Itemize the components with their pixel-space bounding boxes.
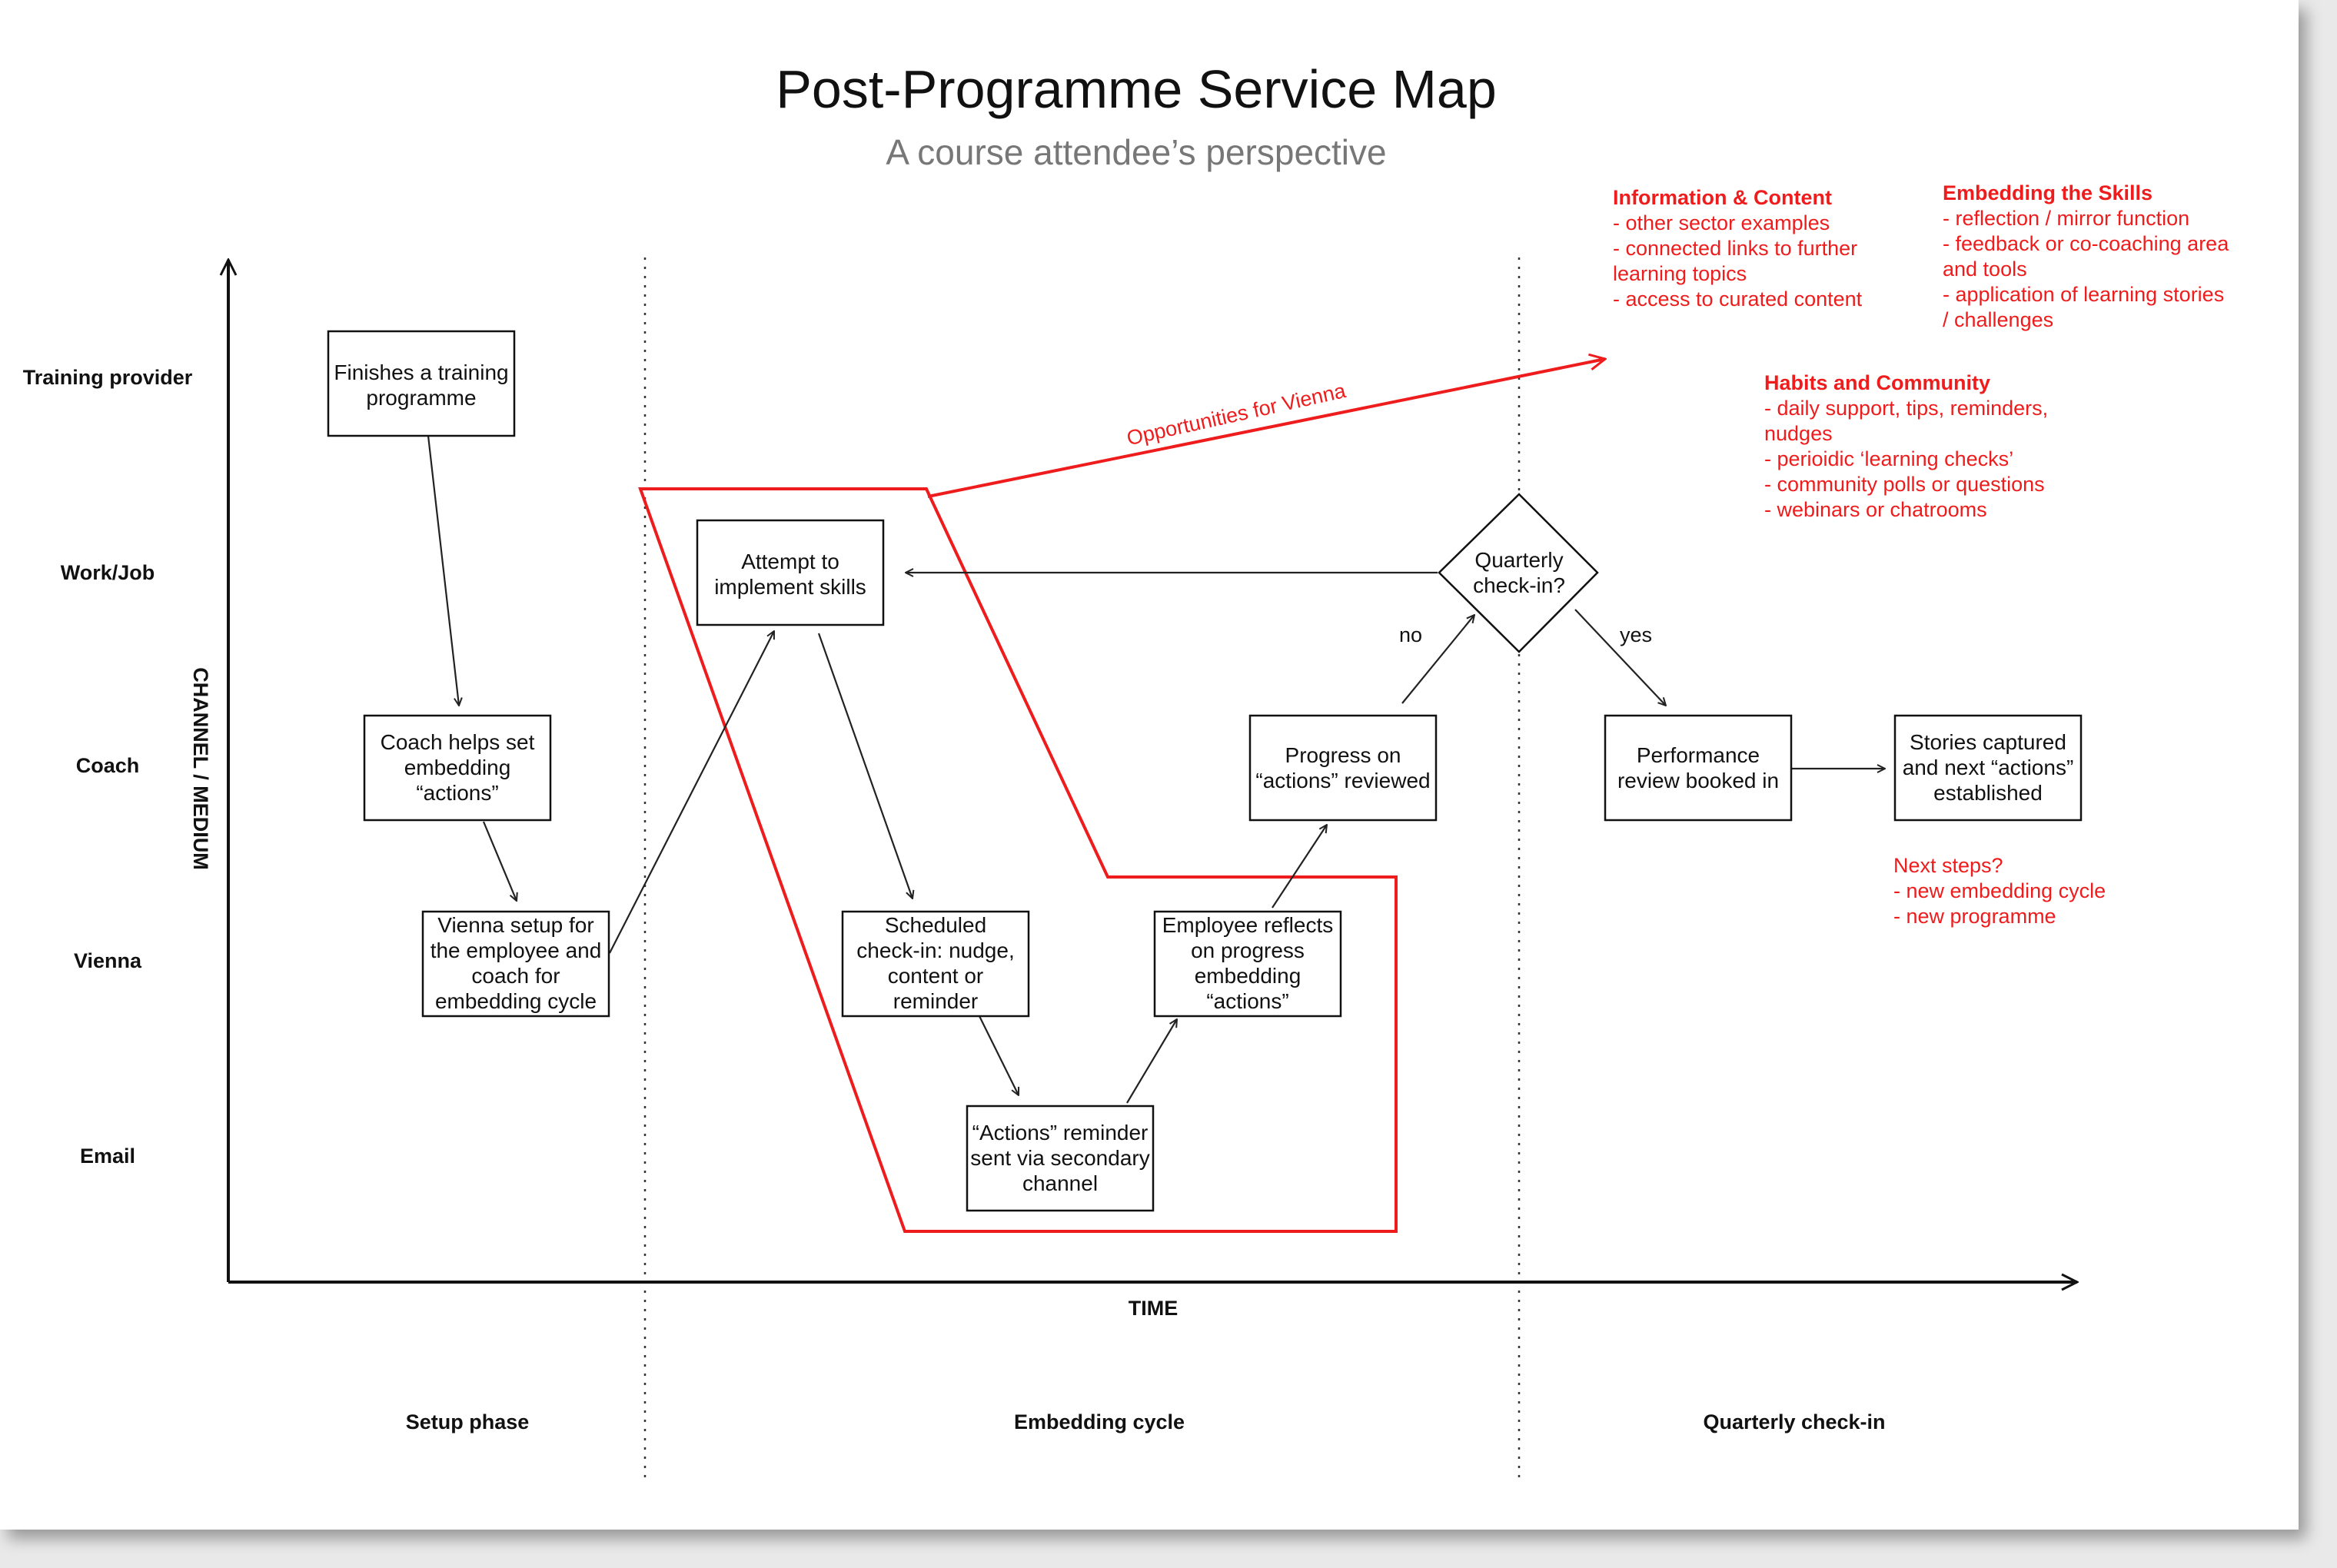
node-line: Progress on [1285, 743, 1401, 767]
note-line: Next steps? [1893, 854, 2003, 877]
node-line: “actions” reviewed [1255, 769, 1430, 792]
node-line: content or [888, 964, 984, 988]
edge-decision-yes [1574, 609, 1666, 706]
note-line: - daily support, tips, reminders, [1764, 397, 2048, 420]
node-line: established [1933, 781, 2043, 805]
node-line: check-in: nudge, [856, 938, 1014, 962]
node-line: and next “actions” [1903, 756, 2074, 779]
node-line: Scheduled [885, 913, 986, 937]
opportunities-arrow [927, 359, 1605, 498]
edge-attempt-to-scheduled [817, 633, 913, 899]
node-progress-reviewed: Progress on “actions” reviewed [1248, 714, 1438, 822]
note-line: - webinars or chatrooms [1764, 498, 1987, 521]
note-line: - feedback or co-coaching area [1943, 232, 2229, 255]
note-information-content: Information & Content - other sector exa… [1613, 186, 1863, 311]
node-line: Vienna setup for [437, 913, 593, 937]
phase-setup: Setup phase [406, 1410, 530, 1433]
node-line: Employee reflects [1162, 913, 1334, 937]
node-attempt-skills: Attempt to implement skills [696, 519, 885, 626]
node-line: implement skills [714, 575, 866, 599]
node-line: review booked in [1617, 769, 1779, 792]
diagram-title: Post-Programme Service Map [776, 59, 1497, 119]
node-employee-reflects: Employee reflects on progress embedding … [1153, 910, 1342, 1018]
node-actions-reminder: “Actions” reminder sent via secondary ch… [966, 1105, 1155, 1212]
node-quarterly-decision: Quarterly check-in? [1438, 493, 1599, 653]
note-line: - application of learning stories [1943, 283, 2224, 306]
note-line: - connected links to further [1613, 237, 1857, 260]
node-line: embedding cycle [435, 989, 597, 1013]
edge-coach-to-vienna-setup [482, 821, 517, 901]
note-heading: Embedding the Skills [1943, 181, 2152, 204]
note-line: - other sector examples [1613, 211, 1830, 234]
node-scheduled-checkin: Scheduled check-in: nudge, content or re… [841, 910, 1030, 1018]
note-line: learning topics [1613, 262, 1747, 285]
node-line: on progress [1191, 938, 1305, 962]
edge-reminder-to-reflects [1126, 1019, 1177, 1104]
edge-label-yes: yes [1620, 623, 1652, 646]
note-heading: Habits and Community [1764, 371, 1990, 394]
node-line: “actions” [1206, 989, 1288, 1013]
node-finishes-training: Finishes a training programme [327, 330, 516, 437]
y-axis-label: CHANNEL / MEDIUM [189, 667, 212, 870]
lane-training-provider: Training provider [23, 366, 193, 389]
phase-quarterly-checkin: Quarterly check-in [1703, 1410, 1885, 1433]
note-next-steps: Next steps? - new embedding cycle - new … [1893, 854, 2106, 928]
edge-reflects-to-progress [1272, 825, 1327, 909]
note-line: - new programme [1893, 905, 2056, 928]
opportunity-region [638, 487, 1398, 1233]
node-line: Quarterly [1474, 548, 1563, 572]
node-performance-review: Performance review booked in [1604, 714, 1793, 822]
edge-label-no: no [1399, 623, 1422, 646]
node-line: Stories captured [1910, 730, 2066, 754]
node-line: reminder [893, 989, 978, 1013]
note-line: - reflection / mirror function [1943, 207, 2189, 230]
lane-work-job: Work/Job [61, 561, 155, 584]
lane-email: Email [80, 1144, 135, 1168]
note-line: and tools [1943, 257, 2027, 281]
note-line: - perioidic ‘learning checks’ [1764, 447, 2013, 470]
node-line: Performance [1637, 743, 1760, 767]
lane-vienna: Vienna [74, 949, 142, 972]
edge-vienna-setup-to-attempt [609, 631, 774, 954]
node-line: programme [366, 386, 476, 410]
node-line: check-in? [1473, 573, 1565, 597]
node-stories-captured: Stories captured and next “actions” esta… [1893, 714, 2083, 822]
edge-scheduled-to-reminder [979, 1015, 1019, 1095]
node-line: embedding [404, 756, 511, 779]
node-line: Attempt to [741, 550, 839, 573]
phase-embedding-cycle: Embedding cycle [1014, 1410, 1185, 1433]
note-habits-community: Habits and Community - daily support, ti… [1764, 371, 2048, 521]
note-heading: Information & Content [1613, 186, 1832, 209]
edge-training-to-coach [427, 435, 459, 706]
note-line: - new embedding cycle [1893, 879, 2106, 902]
node-coach-helps: Coach helps set embedding “actions” [363, 714, 552, 822]
node-line: embedding [1195, 964, 1301, 988]
node-line: channel [1022, 1171, 1098, 1195]
node-line: coach for [471, 964, 560, 988]
node-line: “Actions” reminder [972, 1121, 1149, 1144]
x-axis-label: TIME [1129, 1297, 1178, 1320]
note-line: nudges [1764, 422, 1833, 445]
lane-coach: Coach [76, 754, 140, 777]
node-line: sent via secondary [970, 1146, 1149, 1170]
edge-progress-to-decision [1401, 615, 1474, 704]
note-embedding-skills: Embedding the Skills - reflection / mirr… [1943, 181, 2229, 331]
node-line: Coach helps set [381, 730, 535, 754]
note-line: - community polls or questions [1764, 473, 2045, 496]
node-vienna-setup: Vienna setup for the employee and coach … [421, 910, 610, 1018]
diagram-subtitle: A course attendee’s perspective [886, 132, 1386, 172]
node-line: “actions” [416, 781, 498, 805]
note-line: / challenges [1943, 308, 2053, 331]
node-line: the employee and [430, 938, 602, 962]
note-line: - access to curated content [1613, 287, 1863, 311]
node-line: Finishes a training [334, 360, 508, 384]
